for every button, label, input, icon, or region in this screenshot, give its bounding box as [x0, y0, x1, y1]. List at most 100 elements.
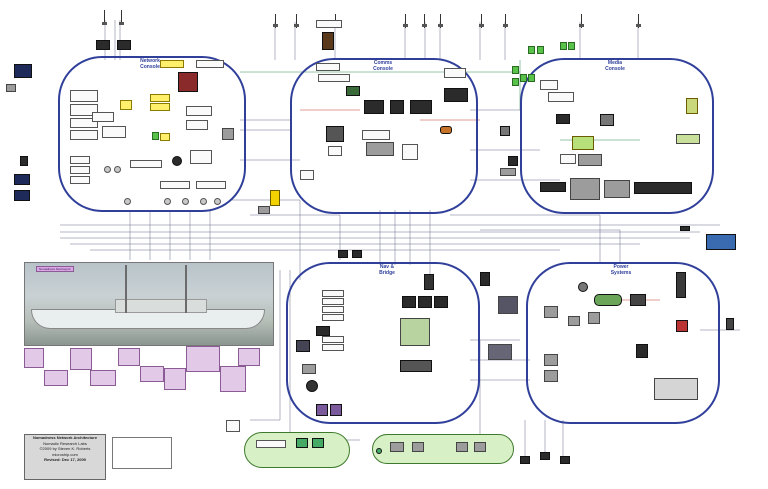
device-icon — [500, 168, 516, 176]
connector-icon — [104, 166, 111, 173]
speaker-icon — [440, 126, 452, 134]
device-icon — [412, 442, 424, 452]
device-box — [196, 181, 226, 189]
device-box — [362, 130, 390, 140]
antenna-icon — [424, 14, 425, 28]
mouse-icon — [172, 156, 182, 166]
speaker-icon — [560, 42, 567, 50]
cable-icon — [680, 226, 690, 231]
antenna-base-icon — [479, 24, 484, 27]
note-box — [70, 348, 92, 370]
note-box — [220, 366, 246, 392]
audio-rack-icon — [540, 182, 566, 192]
antenna-base-icon — [102, 22, 107, 25]
antenna-base-icon — [403, 24, 408, 27]
device-box — [70, 166, 90, 174]
engine-icon — [498, 296, 518, 314]
phone-icon — [20, 156, 28, 166]
device-box — [322, 298, 344, 305]
device-box — [322, 336, 344, 343]
laptop-icon — [6, 84, 16, 92]
device-box — [316, 63, 340, 71]
comms-console-zone — [290, 58, 478, 214]
speaker-icon — [537, 46, 544, 54]
note-box — [118, 348, 140, 366]
antenna-icon — [121, 10, 122, 24]
charger-icon — [630, 294, 646, 306]
device-box — [256, 440, 286, 448]
device-box — [102, 126, 126, 138]
device-box — [402, 144, 418, 160]
title-line5: Revised: Dec 17, 2009 — [44, 457, 86, 462]
mixing-desk-icon — [570, 178, 600, 200]
device-icon — [474, 442, 486, 452]
boat-mast — [125, 265, 127, 313]
device-icon — [456, 442, 468, 452]
yellow-device-box — [160, 60, 184, 68]
device-icon — [390, 442, 404, 452]
title-line3: ©2009 by Steven K. Roberts — [39, 446, 91, 451]
antenna-icon — [481, 14, 482, 28]
antenna-icon — [405, 14, 406, 28]
device-icon — [560, 456, 570, 464]
device-box — [226, 420, 240, 432]
laptop-icon — [14, 190, 30, 201]
note-box — [44, 370, 68, 386]
antenna-icon — [104, 10, 105, 24]
controller-icon — [636, 344, 648, 358]
display-icon — [316, 326, 330, 336]
device-box — [322, 290, 344, 297]
device-box — [322, 306, 344, 313]
audio-interface-icon — [572, 136, 594, 150]
alarm-icon — [676, 320, 688, 332]
handheld-radio-icon — [322, 32, 334, 50]
sensor-icon — [338, 250, 348, 258]
network-console-title: Network Console — [140, 58, 160, 70]
battery-icon — [544, 306, 558, 318]
speaker-icon — [520, 74, 527, 82]
note-box — [24, 348, 44, 368]
device-box — [70, 130, 98, 140]
note-box — [164, 368, 186, 390]
mic-icon — [500, 126, 510, 136]
yellow-device-box — [120, 100, 132, 110]
title-line2: Nomadic Research Labs — [43, 440, 87, 446]
laptop-icon — [14, 174, 30, 185]
generator-icon — [594, 294, 622, 306]
device-box — [70, 118, 98, 128]
radio-icon — [390, 100, 404, 114]
device-box — [186, 120, 208, 130]
connector-icon — [214, 198, 221, 205]
media-console-title: Media Console — [605, 60, 625, 72]
device-box — [300, 170, 314, 180]
yellow-device-box — [150, 103, 170, 111]
power-systems-title: Power Systems — [610, 264, 632, 276]
sensor-icon — [352, 250, 362, 258]
radio-icon — [410, 100, 432, 114]
title-line4: microship.com — [52, 451, 78, 457]
monitor-icon — [14, 64, 32, 78]
note-box — [186, 346, 220, 372]
device-box — [92, 112, 114, 122]
indicator-icon — [376, 448, 382, 454]
device-box — [444, 68, 466, 78]
router-icon — [117, 40, 131, 50]
device-icon — [588, 312, 600, 324]
battery-icon — [544, 354, 558, 366]
connector-icon — [200, 198, 207, 205]
keyboard-icon — [400, 360, 432, 372]
antenna-icon — [581, 14, 582, 28]
solar-panel-icon — [706, 234, 736, 250]
shore-power-icon — [726, 318, 734, 330]
switch-icon — [222, 128, 234, 140]
speaker-icon — [528, 74, 535, 82]
antenna-base-icon — [579, 24, 584, 27]
bus-pill — [372, 434, 514, 464]
antenna-icon — [505, 14, 506, 28]
radio-transceiver-icon — [364, 100, 384, 114]
connector-icon — [124, 198, 131, 205]
sensor-icon — [508, 156, 518, 166]
autopilot-icon — [330, 404, 342, 416]
legend-key — [172, 437, 212, 457]
